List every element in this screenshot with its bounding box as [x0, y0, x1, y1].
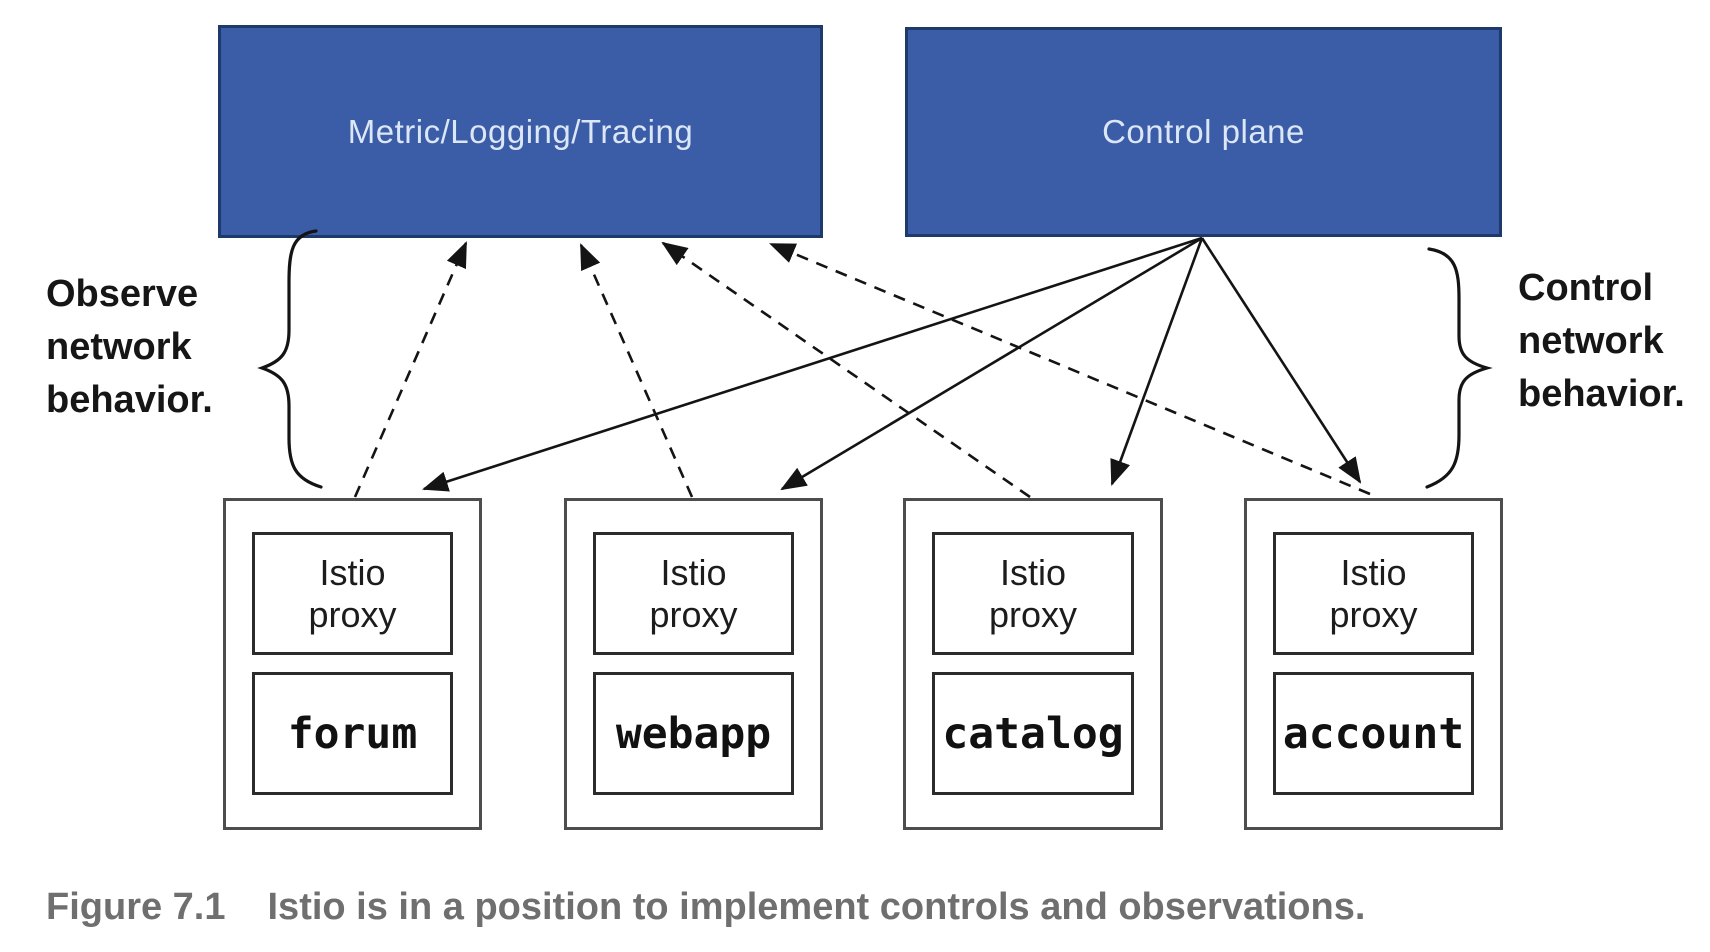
- service-name-box: account: [1273, 672, 1474, 795]
- service-pod-account: Istio proxy account: [1244, 498, 1503, 830]
- metrics-logging-tracing-label: Metric/Logging/Tracing: [347, 112, 694, 150]
- istio-proxy-box: Istio proxy: [593, 532, 794, 655]
- control-plane-label: Control plane: [1102, 113, 1305, 150]
- figure-number: Figure 7.1: [46, 886, 226, 928]
- istio-proxy-box: Istio proxy: [1273, 532, 1474, 655]
- control-arrow-forum: [422, 236, 1203, 492]
- observe-arrow-forum: [353, 241, 468, 498]
- service-pod-webapp: Istio proxy webapp: [564, 498, 823, 830]
- metrics-logging-tracing-box: Metric/Logging/Tracing: [218, 25, 823, 238]
- service-name-box: catalog: [932, 672, 1134, 795]
- control-brace: [1425, 247, 1493, 489]
- istio-proxy-label: Istio proxy: [1329, 551, 1418, 635]
- service-name-account: account: [1282, 708, 1465, 759]
- service-pod-forum: Istio proxy forum: [223, 498, 482, 830]
- control-plane-box: Control plane: [905, 27, 1502, 237]
- istio-proxy-label: Istio proxy: [988, 551, 1078, 635]
- service-name-forum: forum: [287, 708, 418, 759]
- observe-brace: [257, 229, 323, 489]
- istio-proxy-label: Istio proxy: [308, 551, 397, 635]
- observe-arrow-account: [769, 242, 1371, 496]
- figure-caption: Figure 7.1 Istio is in a position to impl…: [46, 884, 1365, 930]
- istio-proxy-box: Istio proxy: [932, 532, 1134, 655]
- figure-caption-text: Istio is in a position to implement cont…: [267, 886, 1366, 928]
- istio-proxy-box: Istio proxy: [252, 532, 453, 655]
- service-name-box: forum: [252, 672, 453, 795]
- observe-arrow-catalog: [661, 241, 1031, 499]
- control-arrow-webapp: [780, 236, 1203, 491]
- control-arrow-catalog: [1110, 237, 1204, 486]
- istio-proxy-label: Istio proxy: [649, 551, 738, 635]
- control-arrow-account: [1200, 237, 1362, 484]
- service-name-webapp: webapp: [615, 708, 772, 759]
- observe-network-behavior-label: Observe network behavior.: [46, 273, 213, 421]
- observe-arrow-webapp: [579, 243, 694, 498]
- control-network-behavior-label: Control network behavior.: [1518, 267, 1685, 415]
- service-name-catalog: catalog: [942, 708, 1124, 759]
- service-name-box: webapp: [593, 672, 794, 795]
- service-pod-catalog: Istio proxy catalog: [903, 498, 1163, 830]
